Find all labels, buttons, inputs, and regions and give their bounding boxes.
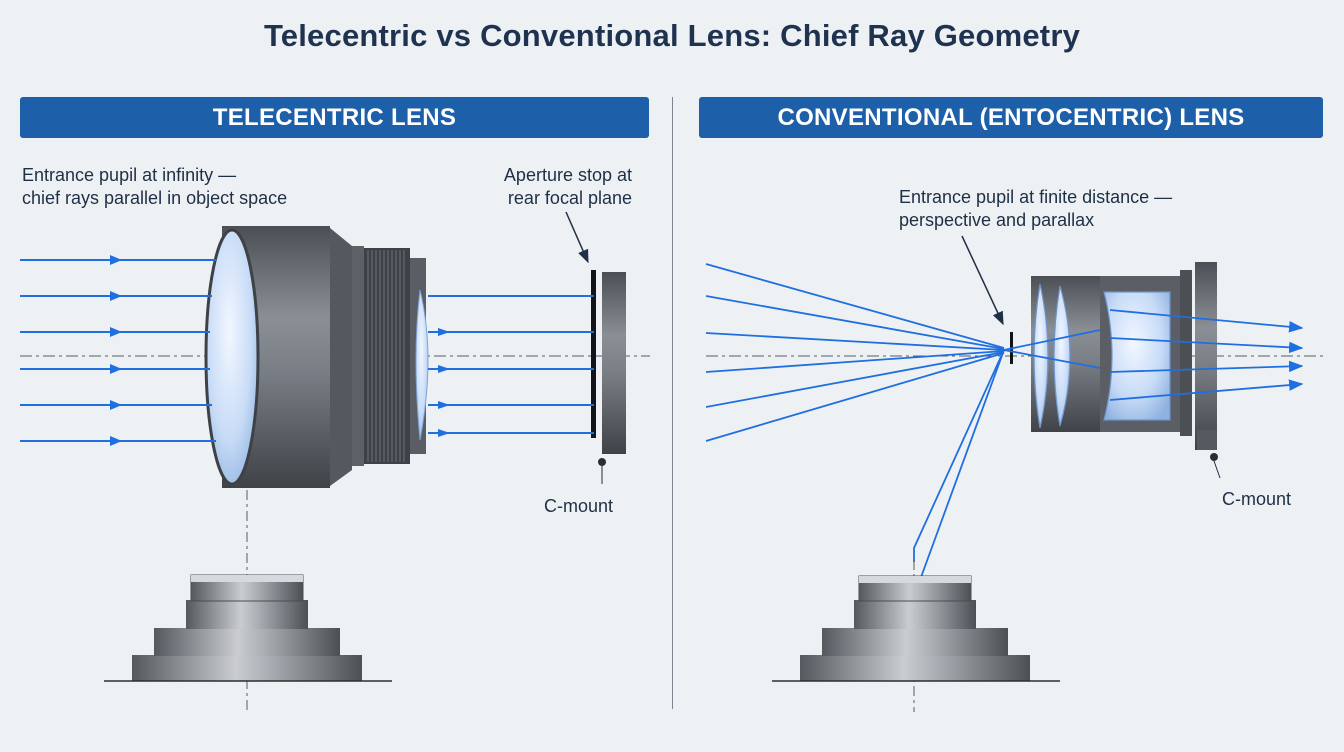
aperture-stop-label: Aperture stop at rear focal plane [470, 164, 632, 210]
barrel-taper [330, 228, 352, 486]
telecentric-pupil-label-line2: chief rays parallel in object space [22, 188, 288, 208]
telecentric-chief-rays [20, 259, 216, 442]
front-lens-element [204, 228, 260, 486]
conventional-c-mount-label: C-mount [1222, 489, 1292, 509]
telecentric-c-mount [602, 272, 626, 454]
conventional-lens-assembly [706, 262, 1326, 479]
rear-lens-element [415, 289, 429, 441]
barrel-ring [352, 246, 364, 466]
telecentric-pupil-label-line1: Entrance pupil at infinity — [22, 165, 237, 185]
conventional-collar [1180, 270, 1192, 436]
telecentric-object [104, 574, 392, 682]
conventional-object [772, 575, 1060, 682]
page-title: Telecentric vs Conventional Lens: Chief … [263, 18, 1081, 53]
conventional-c-mount-pointer [1213, 460, 1221, 479]
conventional-chief-rays [705, 263, 1101, 581]
panel-divider [672, 97, 673, 709]
aperture-stop [591, 270, 596, 438]
telecentric-lens-assembly [20, 226, 650, 488]
focus-ring-knurl [367, 250, 405, 462]
entrance-pupil-pointer [961, 235, 1004, 326]
telecentric-image-ray-arrows [438, 328, 450, 437]
c-mount-pointer-dot [598, 458, 606, 466]
telecentric-ray-arrows [110, 255, 122, 446]
telecentric-c-mount-label: C-mount [544, 496, 614, 516]
telecentric-banner: TELECENTRIC LENS [20, 97, 649, 138]
conventional-pupil-label-line1: Entrance pupil at finite distance — [899, 187, 1173, 207]
aperture-stop-pointer [565, 211, 589, 264]
aperture-stop-label-line2: rear focal plane [507, 188, 632, 208]
conventional-pupil-label: Entrance pupil at finite distance — pers… [899, 186, 1172, 232]
conventional-banner: CONVENTIONAL (ENTOCENTRIC) LENS [699, 97, 1323, 138]
conventional-pupil-label-line2: perspective and parallax [899, 210, 1095, 230]
aperture-stop-label-line1: Aperture stop at [503, 165, 632, 185]
conventional-image-rays [1109, 309, 1304, 401]
telecentric-pupil-label: Entrance pupil at infinity — chief rays … [22, 164, 287, 210]
telecentric-image-rays [428, 295, 594, 434]
conventional-c-mount-dot [1210, 453, 1218, 461]
conventional-c-mount [1195, 262, 1217, 450]
focus-ring [364, 248, 410, 464]
